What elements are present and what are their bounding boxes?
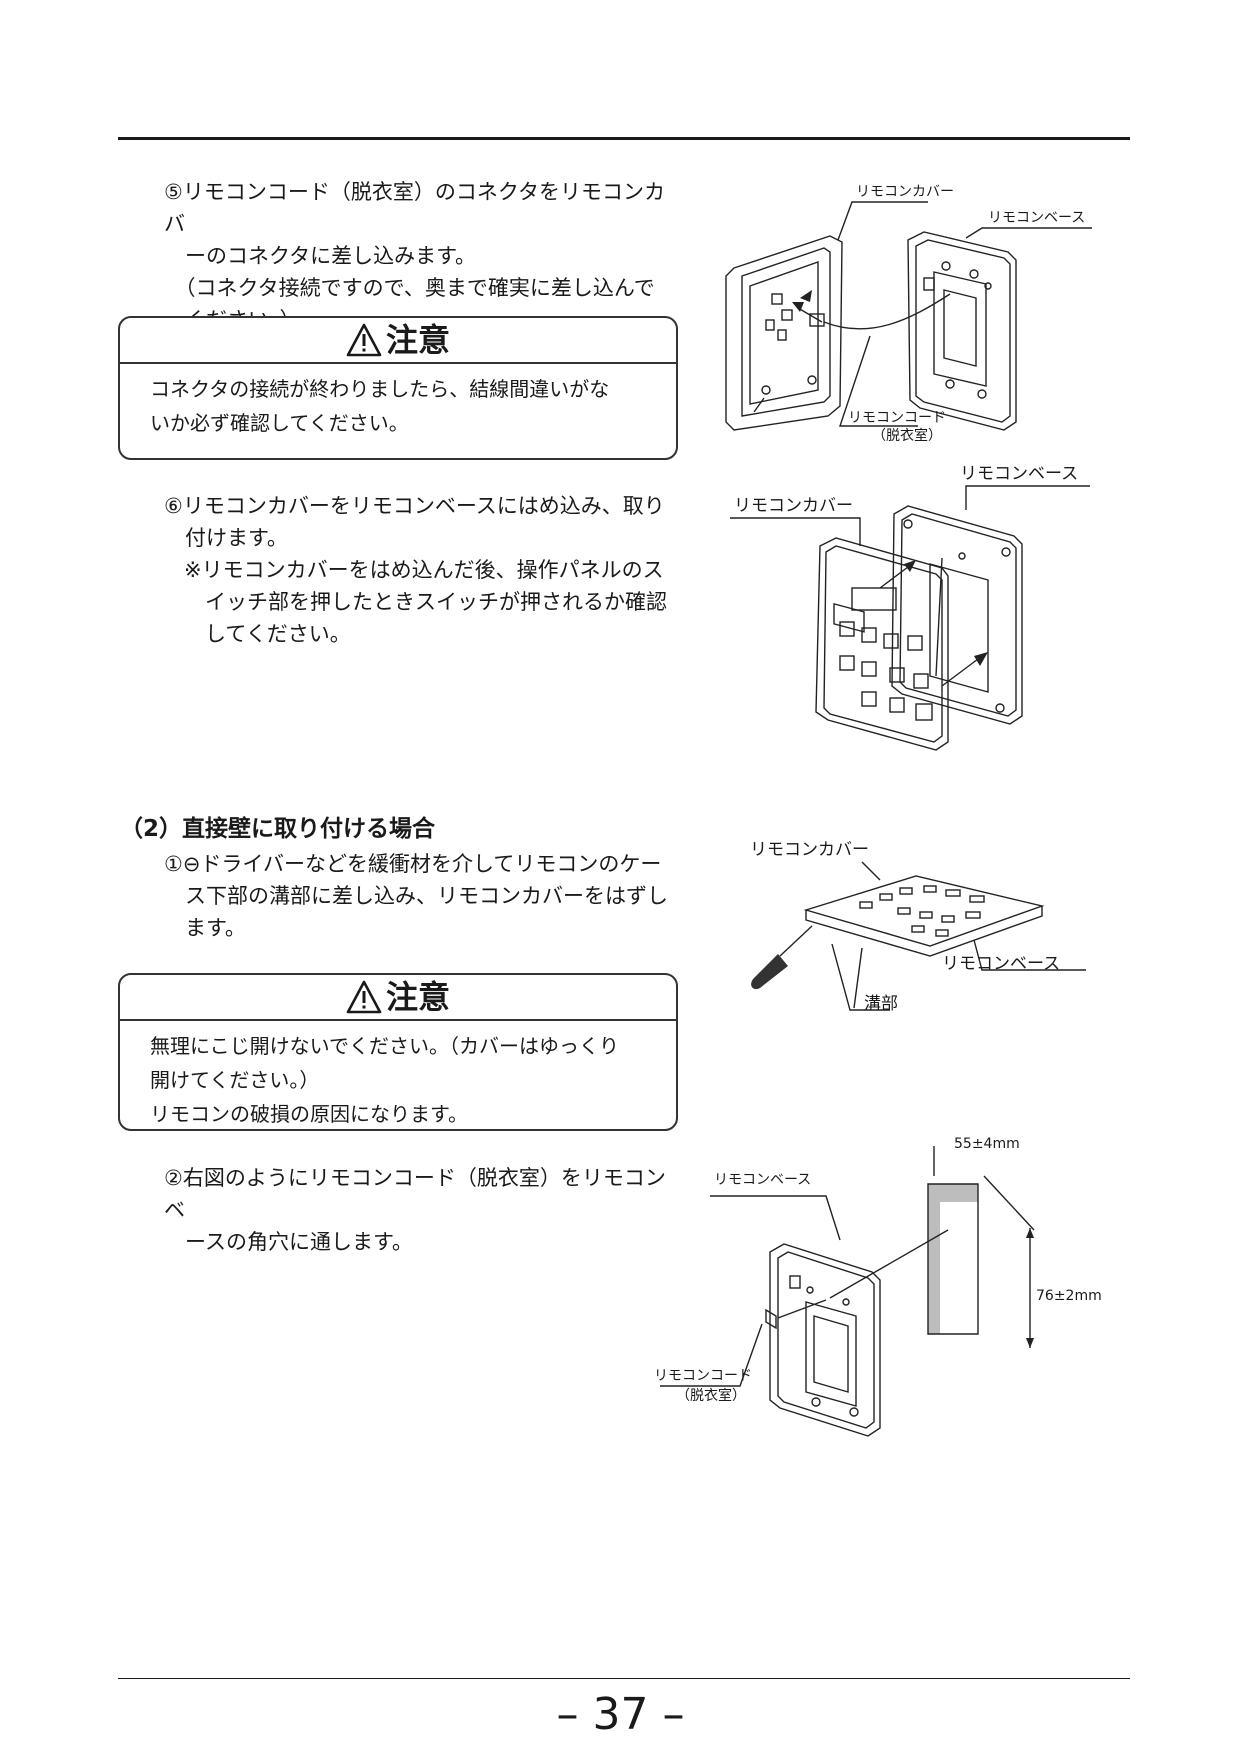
warning-triangle-icon xyxy=(346,980,382,1014)
caution-header-1: 注意 xyxy=(120,318,676,364)
fig4-base-label: リモコンベース xyxy=(714,1172,812,1188)
fig3-cover-label: リモコンカバー xyxy=(750,840,869,860)
fig1-cover-label: リモコンカバー xyxy=(856,184,954,200)
fig4-cord-sublabel: （脱衣室） xyxy=(676,1388,746,1404)
step-6-note: ※リモコンカバーをはめ込んだ後、操作パネルのス イッチ部を押したときスイッチが押… xyxy=(184,558,667,646)
figure-pass-cord-illustration: リモコンベース 55±4mm 76±2mm リモコンコード （脱衣室） xyxy=(650,1136,1120,1450)
fig4-width-label: 55±4mm xyxy=(954,1136,1020,1152)
caution-header-2: 注意 xyxy=(120,975,676,1021)
warning-triangle-icon xyxy=(346,323,382,357)
step-5-text: ⑤リモコンコード（脱衣室）のコネクタをリモコンカバ ーのコネクタに差し込みます。… xyxy=(164,180,665,332)
figure-connector-illustration: リモコンカバー リモコンベース リモコンコード （脱衣室） xyxy=(720,184,1100,460)
top-rule xyxy=(118,137,1130,140)
fig2-cover-label: リモコンカバー xyxy=(734,496,853,516)
fig1-cord-sublabel: （脱衣室） xyxy=(872,428,942,444)
caution-title-1: 注意 xyxy=(385,321,450,359)
step-2-text: ②右図のようにリモコンコード（脱衣室）をリモコンベ ースの角穴に通します。 xyxy=(164,1166,666,1254)
step-1-text: ①⊖ドライバーなどを緩衝材を介してリモコンのケー ス下部の溝部に差し込み、リモコ… xyxy=(164,852,668,940)
step-6-text: ⑥リモコンカバーをリモコンベースにはめ込み、取り 付けます。 xyxy=(164,494,665,550)
caution-title-2: 注意 xyxy=(385,978,450,1016)
caution-body-1: コネクタの接続が終わりましたら、結線間違いがな いか必ず確認してください。 xyxy=(150,377,610,435)
figure-cover-attach-illustration: リモコンベース リモコンカバー xyxy=(730,460,1100,760)
caution-box-1: 注意 コネクタの接続が終わりましたら、結線間違いがな いか必ず確認してください。 xyxy=(118,316,678,460)
fig3-base-label: リモコンベース xyxy=(942,954,1061,974)
caution-box-2: 注意 無理にこじ開けないでください。（カバーはゆっくり 開けてください。） リモ… xyxy=(118,973,678,1131)
fig2-base-label: リモコンベース xyxy=(960,464,1079,484)
bottom-rule xyxy=(118,1678,1130,1679)
section-2-title: （2）直接壁に取り付ける場合 xyxy=(120,816,436,842)
page-number: – 37 – xyxy=(556,1689,685,1740)
figure-remove-cover-illustration: リモコンカバー リモコンベース 溝部 xyxy=(730,830,1100,1030)
caution-body-2: 無理にこじ開けないでください。（カバーはゆっくり 開けてください。） リモコンの… xyxy=(150,1034,619,1126)
fig4-cord-label: リモコンコード xyxy=(654,1368,752,1384)
fig4-height-label: 76±2mm xyxy=(1036,1288,1102,1304)
fig1-base-label: リモコンベース xyxy=(988,210,1086,226)
fig3-groove-label: 溝部 xyxy=(864,994,898,1014)
fig1-cord-label: リモコンコード xyxy=(848,410,946,426)
